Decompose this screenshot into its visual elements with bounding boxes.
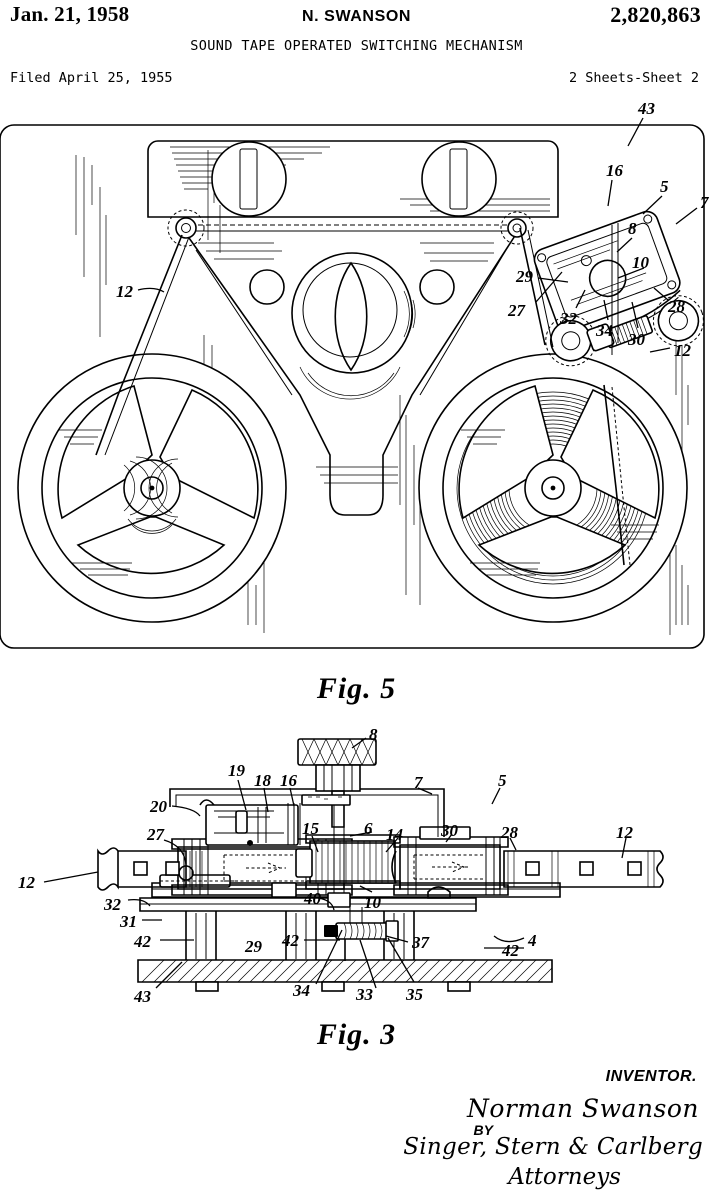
ref-32: 32 xyxy=(560,309,577,328)
attorneys-label: Attorneys xyxy=(508,1164,621,1190)
deck-hole-right xyxy=(419,269,455,305)
ref-27: 27 xyxy=(508,301,525,320)
ref3-20: 20 xyxy=(150,797,167,816)
ref3-6: 6 xyxy=(364,819,373,838)
ref-12-right: 12 xyxy=(674,341,691,360)
ref3-35: 35 xyxy=(406,985,423,1004)
reel-left xyxy=(17,353,287,623)
belt-pulley-left xyxy=(167,209,205,247)
ref3-33: 33 xyxy=(356,985,373,1004)
sheet-header: Jan. 21, 1958 N. SWANSON 2,820,863 SOUND… xyxy=(0,0,713,95)
body-block-right xyxy=(391,826,509,896)
ref-28: 28 xyxy=(668,297,685,316)
tape-rail-right-12 xyxy=(503,850,664,888)
inventor-label: INVENTOR. xyxy=(605,1068,697,1085)
inventor-signature: Norman Swanson xyxy=(466,1094,699,1123)
tape-rail-left-12 xyxy=(97,847,203,891)
patent-title: SOUND TAPE OPERATED SWITCHING MECHANISM xyxy=(190,38,523,54)
ref3-42a: 42 xyxy=(134,932,151,951)
ref3-29: 29 xyxy=(245,937,262,956)
ref3-16: 16 xyxy=(280,771,297,790)
patent-number: 2,820,863 xyxy=(610,2,701,27)
ref-10: 10 xyxy=(632,253,649,272)
ref3-12-right: 12 xyxy=(616,823,633,842)
figure-3-drawing xyxy=(97,738,664,992)
ref3-30: 30 xyxy=(441,821,458,840)
upper-rail xyxy=(147,140,559,218)
ref3-42c: 42 xyxy=(502,941,519,960)
ref3-42b: 42 xyxy=(282,931,299,950)
inventor-heading: N. SWANSON xyxy=(301,8,412,25)
deck-shading xyxy=(75,150,689,635)
hole-16 xyxy=(580,255,592,267)
spring-assembly xyxy=(324,907,399,961)
figure-5-drawing xyxy=(0,124,705,649)
ref-34: 34 xyxy=(596,321,613,340)
ref-12-left: 12 xyxy=(116,282,133,301)
filing-date-heading: Jan. 21, 1958 xyxy=(10,2,130,26)
roller-29 xyxy=(545,315,597,367)
by-label: BY xyxy=(473,1122,493,1138)
ref3-37: 37 xyxy=(412,933,429,952)
center-bracket xyxy=(181,227,521,516)
knurled-knob-8 xyxy=(297,738,377,828)
ref3-43: 43 xyxy=(134,987,151,1006)
attorney-firm: Singer, Stern & Carlberg xyxy=(403,1134,703,1160)
ref-30: 30 xyxy=(628,330,645,349)
ref3-12-left: 12 xyxy=(18,873,35,892)
ref3-8: 8 xyxy=(369,725,378,744)
ref3-28: 28 xyxy=(501,823,518,842)
sheet-count: 2 Sheets-Sheet 2 xyxy=(568,70,699,86)
ref3-7: 7 xyxy=(414,773,423,792)
ref-16: 16 xyxy=(606,161,623,180)
figure-3-caption: Fig. 3 xyxy=(316,1018,397,1051)
ref3-15: 15 xyxy=(302,819,319,838)
reel-right xyxy=(418,353,688,623)
ref3-10: 10 xyxy=(364,893,381,912)
ref3-32: 32 xyxy=(104,895,121,914)
base-plate-43 xyxy=(137,959,553,992)
switch-assembly xyxy=(533,210,704,367)
ref3-5: 5 xyxy=(498,771,507,790)
deck-hole-left xyxy=(249,269,285,305)
ref3-27: 27 xyxy=(147,825,164,844)
ref-29: 29 xyxy=(516,267,533,286)
roller-30 xyxy=(652,295,704,347)
center-control-knob xyxy=(291,252,416,400)
ref-43: 43 xyxy=(638,99,655,118)
ref-7: 7 xyxy=(700,193,709,212)
ref3-40: 40 xyxy=(304,889,321,908)
ref3-14: 14 xyxy=(386,825,403,844)
ref3-31: 31 xyxy=(120,912,137,931)
ref-5: 5 xyxy=(660,177,669,196)
ref3-4: 4 xyxy=(528,931,537,950)
ref-8: 8 xyxy=(628,219,637,238)
center-shaft-6 xyxy=(271,805,351,908)
ref3-18: 18 xyxy=(254,771,271,790)
filed-line: Filed April 25, 1955 xyxy=(10,70,173,86)
tape-strand-right xyxy=(519,227,546,346)
cam-drum-14 xyxy=(295,834,401,890)
ref3-19: 19 xyxy=(228,761,245,780)
figure-5-caption: Fig. 5 xyxy=(316,672,397,705)
ref3-34: 34 xyxy=(293,981,310,1000)
